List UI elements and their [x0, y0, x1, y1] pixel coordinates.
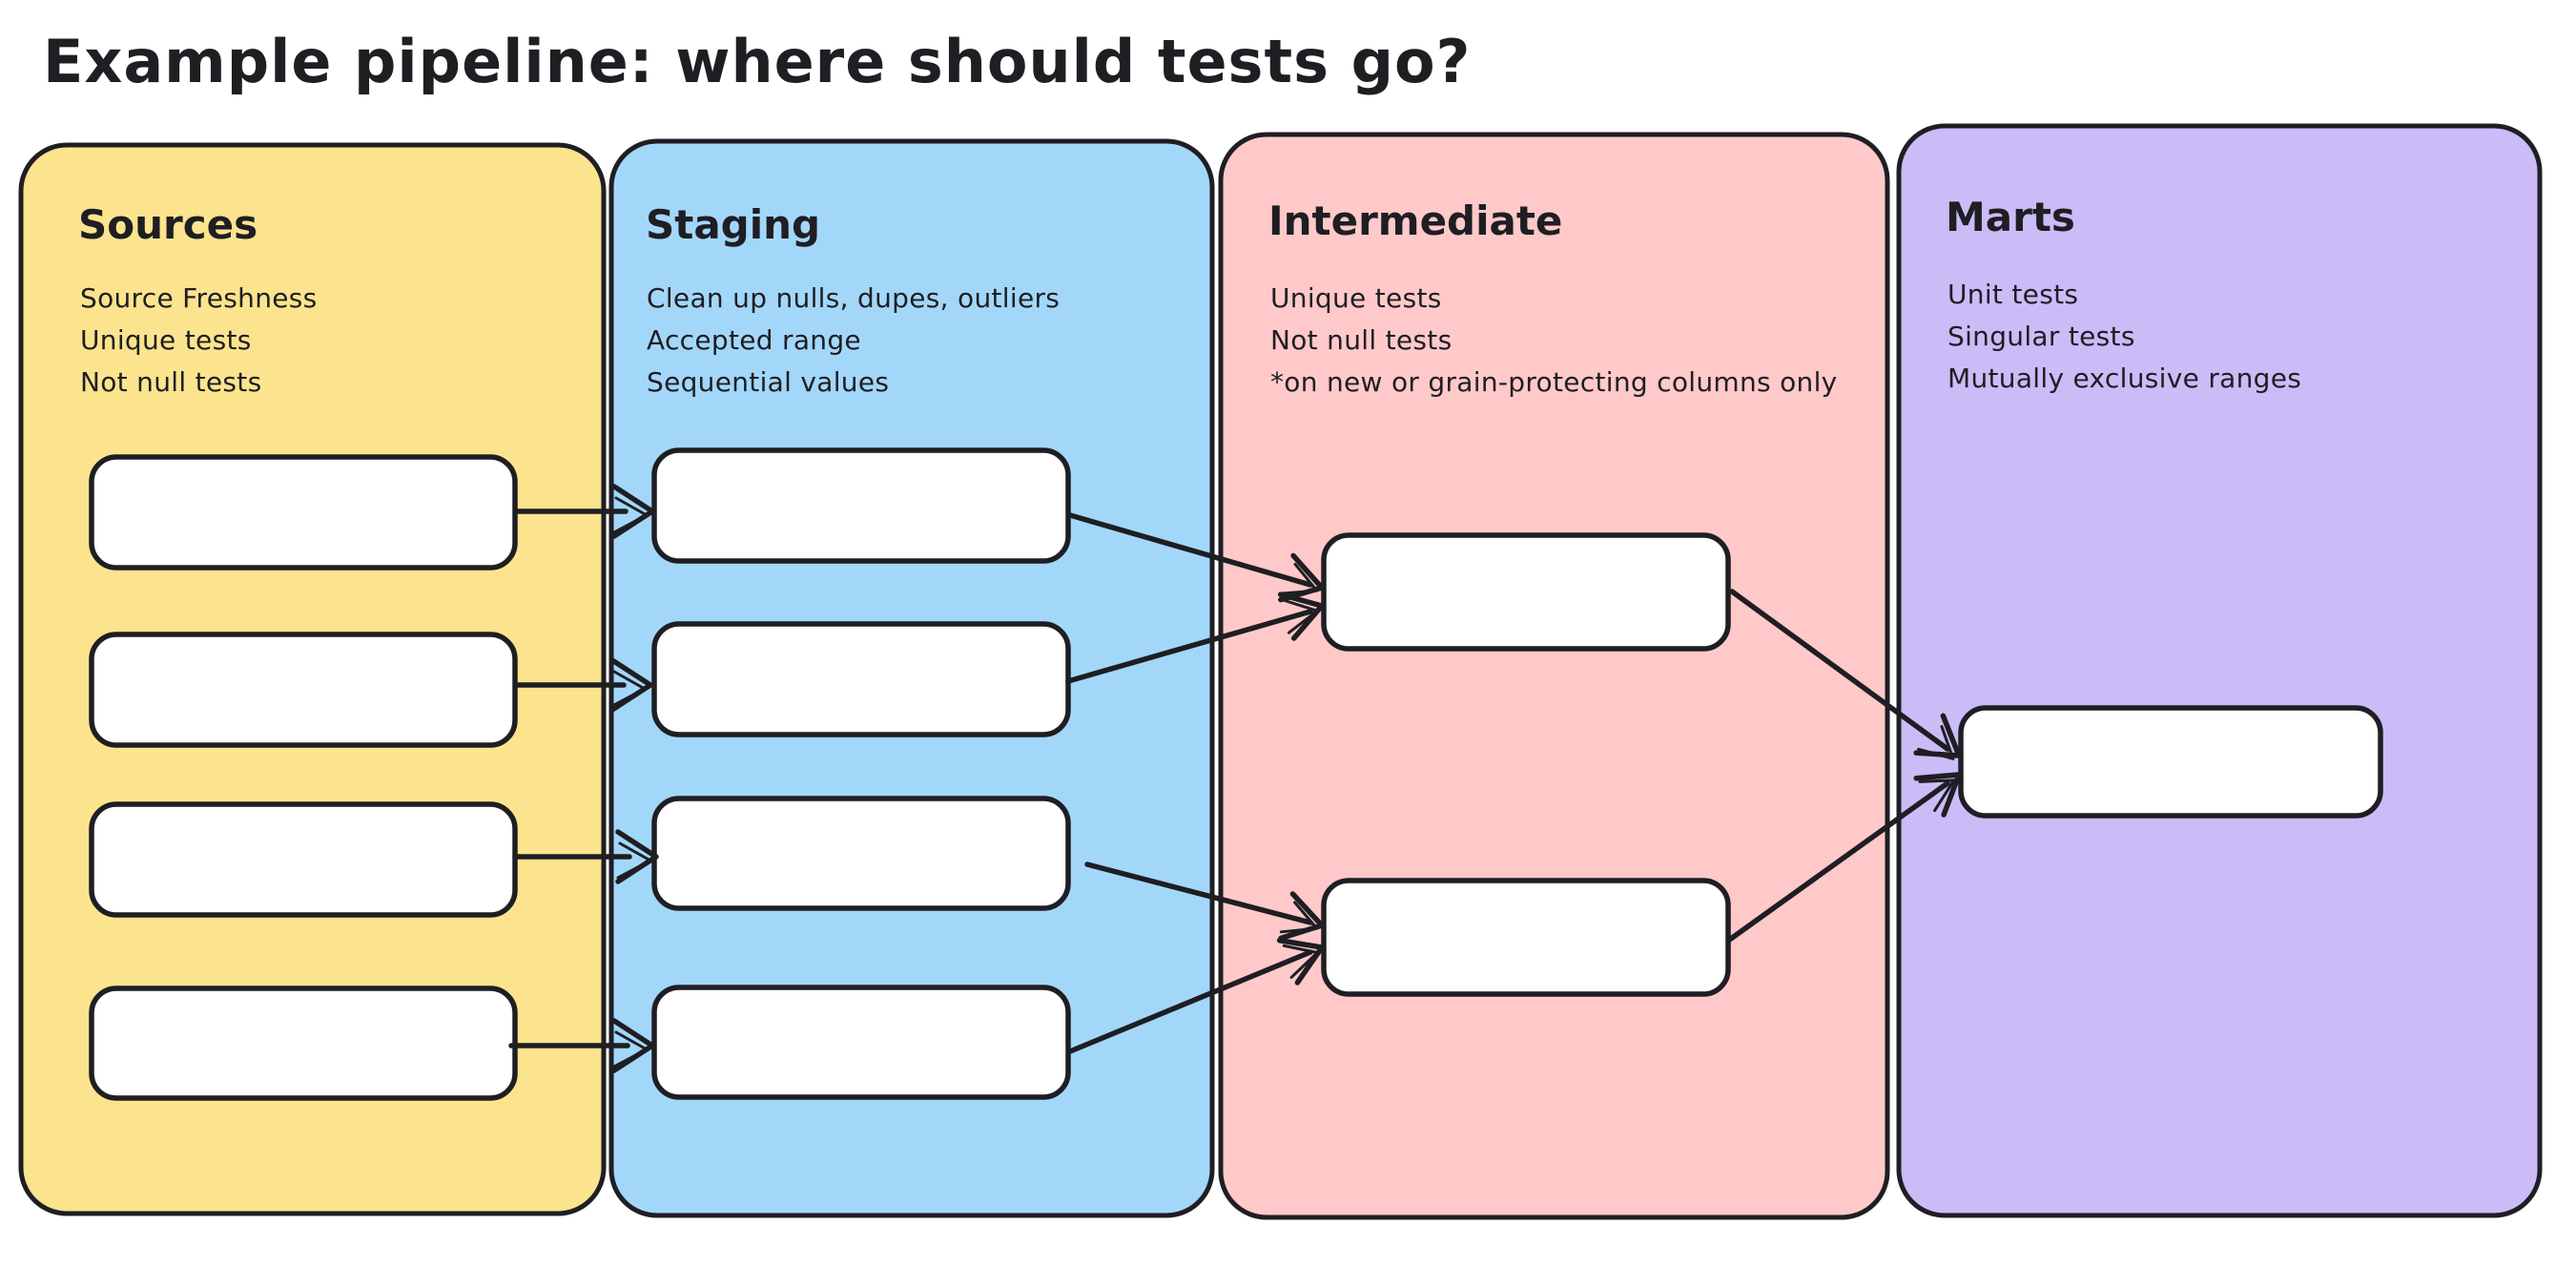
staging-note-line: Accepted range	[647, 324, 861, 356]
intermediate-note-line: Unique tests	[1270, 282, 1442, 314]
arrow-sources-2-to-staging-2	[514, 657, 653, 713]
arrow-staging-3-to-intermediate-2	[1084, 861, 1325, 942]
arrow-sources-4-to-staging-4	[508, 1018, 655, 1073]
staging-model-box-2	[651, 621, 1071, 737]
arrow-sources-1-to-staging-1	[514, 484, 655, 539]
source-model-box-2	[89, 632, 518, 748]
column-marts: Marts Unit tests Singular tests Mutually…	[1896, 123, 2543, 1218]
staging-note-line: Clean up nulls, dupes, outliers	[647, 282, 1060, 314]
marts-column-title: Marts	[1946, 194, 2075, 240]
page-title: Example pipeline: where should tests go?	[43, 27, 1472, 96]
intermediate-model-box-1	[1321, 532, 1731, 652]
arrow-intermediate-1-to-marts-1	[1729, 589, 1962, 760]
intermediate-column-title: Intermediate	[1268, 197, 1562, 244]
staging-model-box-1	[651, 447, 1071, 564]
marts-model-box-1	[1958, 705, 2383, 819]
sources-note-line: Source Freshness	[80, 282, 318, 314]
marts-note-line: Singular tests	[1947, 321, 2135, 352]
column-sources: Sources Source Freshness Unique tests No…	[18, 142, 607, 1216]
arrow-sources-3-to-staging-3	[512, 829, 659, 884]
staging-note-line: Sequential values	[647, 366, 889, 398]
staging-model-box-4	[651, 985, 1071, 1100]
sources-column-title: Sources	[78, 201, 258, 248]
source-model-box-3	[89, 801, 518, 918]
sources-note-line: Not null tests	[80, 366, 261, 398]
arrow-intermediate-2-to-marts-1	[1725, 772, 1962, 944]
pipeline-arrows	[508, 484, 1962, 1073]
intermediate-note-line: Not null tests	[1270, 324, 1452, 356]
arrow-staging-2-to-intermediate-1	[1065, 591, 1325, 684]
source-model-box-1	[89, 454, 518, 571]
source-model-box-4	[89, 986, 518, 1101]
staging-column-title: Staging	[646, 201, 820, 248]
column-intermediate: Intermediate Unique tests Not null tests…	[1218, 132, 1890, 1220]
intermediate-note-line: *on new or grain-protecting columns only	[1270, 366, 1838, 398]
intermediate-model-box-2	[1321, 878, 1731, 997]
column-staging: Staging Clean up nulls, dupes, outliers …	[608, 138, 1215, 1218]
marts-note-line: Unit tests	[1947, 279, 2078, 310]
marts-note-line: Mutually exclusive ranges	[1947, 363, 2301, 394]
arrow-staging-4-to-intermediate-2	[1067, 938, 1325, 1054]
sources-note-line: Unique tests	[80, 324, 252, 356]
staging-model-box-3	[651, 796, 1071, 911]
marts-panel	[1896, 123, 2543, 1218]
